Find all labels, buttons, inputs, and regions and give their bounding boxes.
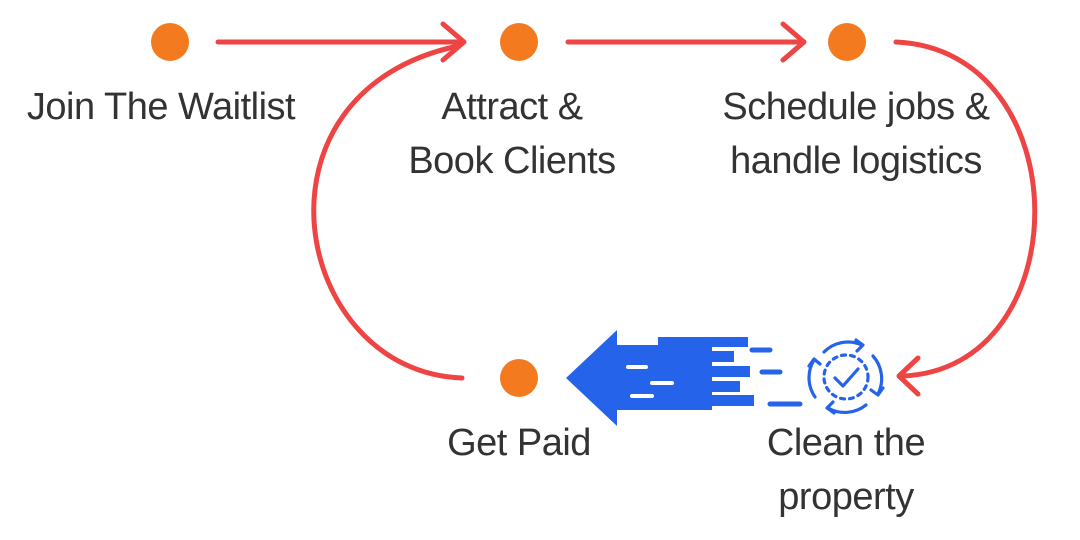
fast-left-arrow-icon bbox=[566, 330, 803, 426]
step-dot-schedule-jobs bbox=[828, 23, 866, 61]
step-label-join-waitlist: Join The Waitlist bbox=[26, 86, 296, 128]
connector-paid-to-attract bbox=[311, 43, 465, 381]
step-dot-join-waitlist bbox=[151, 23, 189, 61]
step-label-schedule-jobs: Schedule jobs & handle logistics bbox=[722, 86, 990, 182]
step-label-get-paid: Get Paid bbox=[447, 422, 591, 464]
connector-join-to-attract bbox=[215, 21, 467, 63]
step-dot-get-paid bbox=[500, 359, 538, 397]
step-dot-attract-book bbox=[500, 23, 538, 61]
cycle-check-icon bbox=[807, 338, 885, 415]
connector-attract-to-schedule bbox=[565, 21, 807, 63]
step-label-clean-property: Clean the property bbox=[766, 422, 926, 518]
step-label-attract-book: Attract & Book Clients bbox=[408, 86, 616, 182]
connector-schedule-to-clean bbox=[893, 39, 1038, 397]
